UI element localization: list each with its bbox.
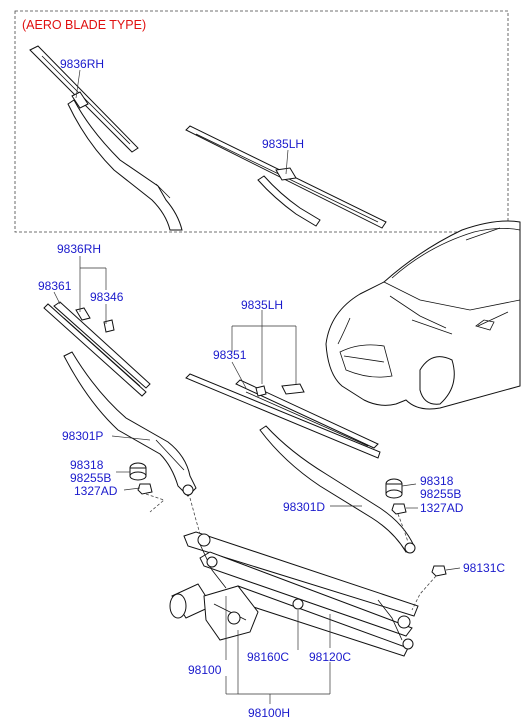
label-lh-nut-cap: 98318 [420,474,454,488]
lh-wiper-arm [259,425,416,554]
rh-blade-assembly [43,301,151,397]
label-rh-nut: 1327AD [74,484,118,498]
label-lh-blade-assy: 9835LH [241,298,284,312]
aero-blade-inset-frame [14,10,509,233]
label-crank: 98160C [247,650,290,664]
wiper-motor [169,583,259,641]
label-grommet: 98131C [463,561,506,575]
lh-nut-cap-group [385,478,447,577]
label-aero-rh: 9836RH [60,57,105,71]
label-rh-cover: 98255B [70,471,112,485]
label-lh-nut: 1327AD [420,501,464,515]
label-motor: 98100 [188,663,222,677]
label-rh-cap: 98346 [90,290,124,304]
label-lh-cover: 98255B [420,487,462,501]
lh-blade-assembly [185,373,381,459]
rh-nut-cap-group [129,462,153,495]
label-rh-blade-assy: 9836RH [57,242,102,256]
label-lh-arm: 98301D [283,500,326,514]
label-motor-linkage-assy: 98100H [248,706,291,720]
linkage-assembly [183,531,419,657]
label-rh-refill: 98361 [38,279,72,293]
aero-lh-wiper [185,125,387,229]
leader-lines [53,69,461,704]
inset-title: (AERO BLADE TYPE) [22,18,147,32]
label-rh-nut-cap: 98318 [70,458,104,472]
label-linkage: 98120C [309,650,352,664]
rh-wiper-arm [63,351,197,497]
label-lh-refill: 98351 [213,348,247,362]
car-illustration [325,220,521,410]
aero-rh-wiper [29,45,183,231]
label-rh-arm: 98301P [62,429,104,443]
label-aero-lh: 9835LH [262,137,305,151]
